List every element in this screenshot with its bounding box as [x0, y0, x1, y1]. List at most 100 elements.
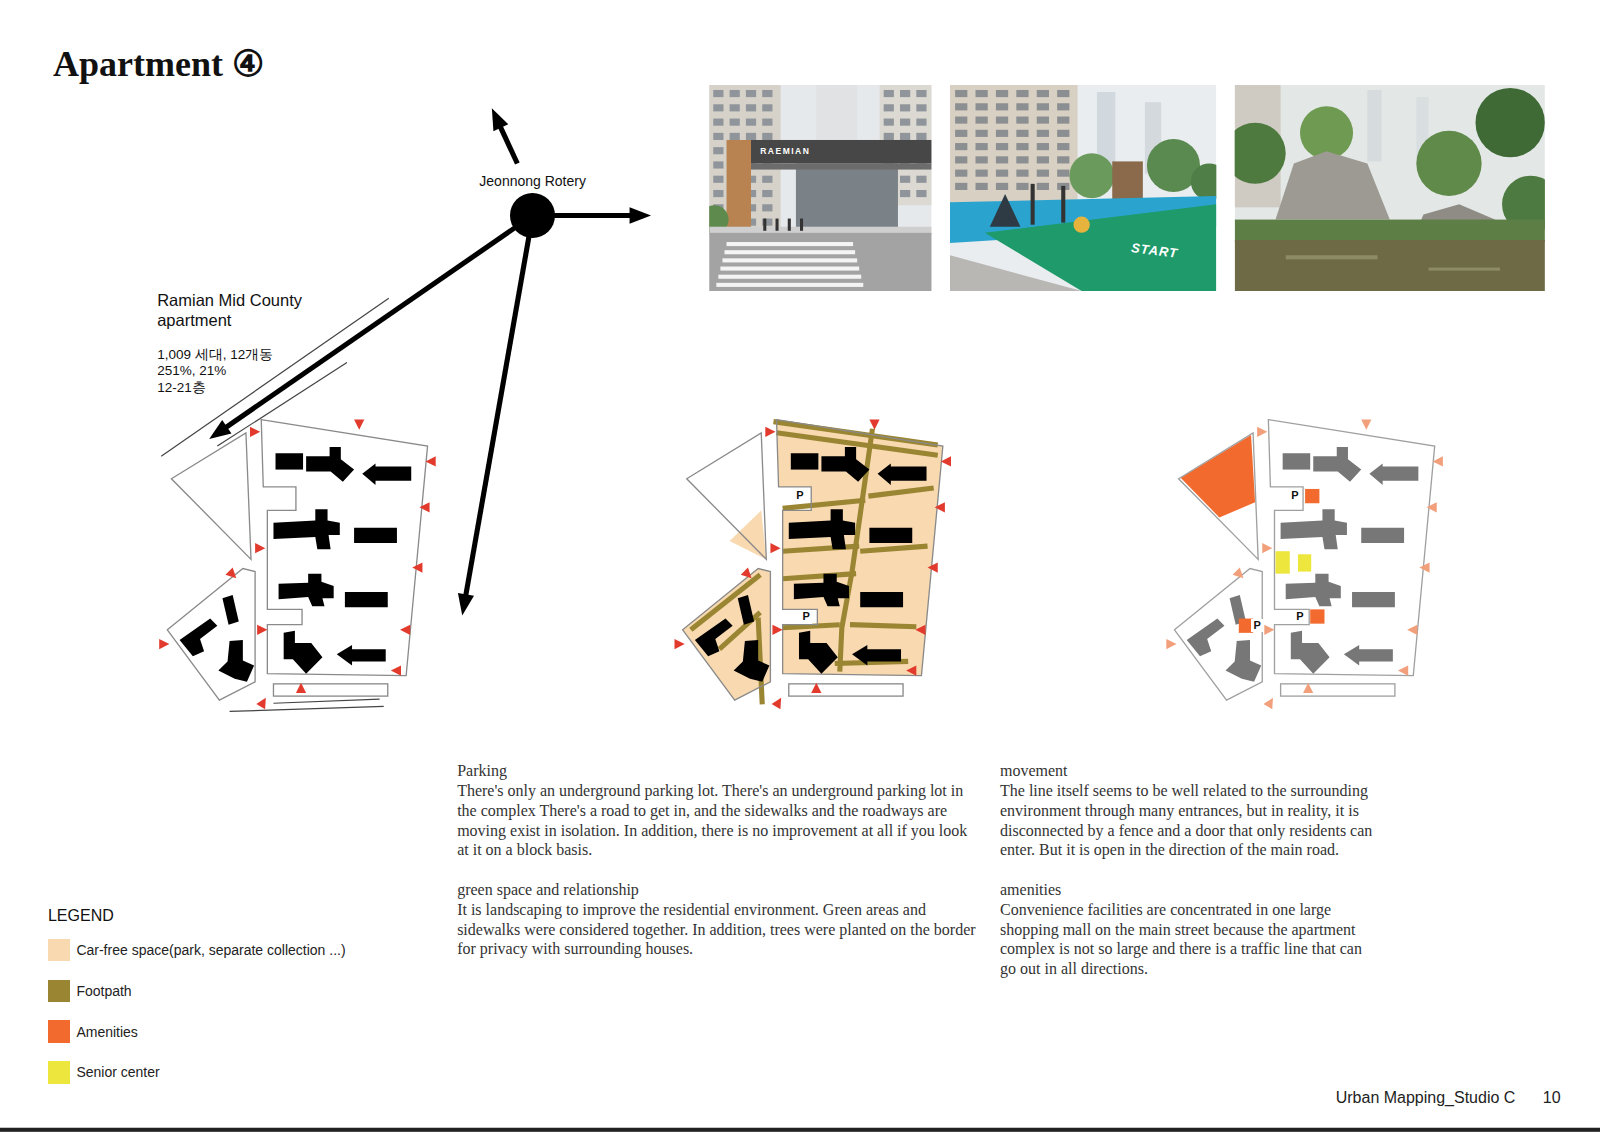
window [996, 183, 1008, 190]
photo [709, 85, 931, 291]
building [791, 453, 819, 469]
entrance-mark [391, 665, 401, 675]
senior-center [1298, 554, 1311, 571]
entrance-mark [869, 420, 879, 430]
rotary-circle [510, 193, 555, 238]
parking-mark: P [1251, 619, 1262, 633]
entrance-mark [674, 639, 684, 649]
entrance-mark [765, 427, 775, 437]
window [976, 117, 988, 124]
window [1057, 156, 1069, 163]
window [1016, 117, 1028, 124]
paving [950, 255, 1082, 291]
bollard [763, 219, 766, 231]
car-free-area [777, 420, 943, 676]
site-stat: 251%, 21% [157, 363, 226, 379]
window [1057, 130, 1069, 137]
building [878, 463, 927, 484]
window [900, 190, 910, 197]
site-plan [1166, 420, 1443, 710]
window [1037, 117, 1049, 124]
rock [1276, 151, 1390, 219]
crosswalk-stripe [720, 267, 859, 271]
window [1037, 183, 1049, 190]
arrow-head [458, 593, 474, 616]
entrance-mark [257, 625, 267, 635]
site-boundary [687, 433, 767, 560]
building [869, 528, 912, 543]
entrance-mark [928, 562, 938, 572]
window [730, 133, 740, 140]
tree [1069, 153, 1114, 198]
arrow-head [492, 108, 508, 131]
footpath [783, 546, 860, 551]
car-free-area [730, 510, 767, 559]
entrance-mark [354, 420, 364, 430]
parking-mark: P [1294, 610, 1305, 624]
tree [1416, 131, 1481, 196]
window [762, 204, 772, 211]
entrance-mark [772, 625, 782, 635]
site-boundary [1268, 420, 1434, 676]
amenity-area [1181, 435, 1255, 518]
crosswalk-stripe [724, 250, 855, 254]
play-equipment [1031, 184, 1035, 225]
building [1367, 90, 1381, 161]
building [734, 640, 770, 682]
window [976, 143, 988, 150]
window [900, 90, 910, 97]
legend-row: Amenities [48, 1020, 138, 1042]
window [1037, 143, 1049, 150]
window [955, 130, 967, 137]
footpath [850, 625, 916, 627]
building [738, 595, 754, 625]
footpath [783, 574, 856, 579]
entrance-mark [1407, 625, 1417, 635]
site-boundary [789, 684, 903, 696]
window [916, 90, 926, 97]
section-text: The line itself seems to be well related… [1000, 781, 1378, 860]
window [713, 161, 723, 168]
road [709, 233, 931, 291]
window [976, 183, 988, 190]
window [996, 156, 1008, 163]
footpath [777, 433, 938, 455]
entrance-mark [1262, 543, 1272, 553]
window [746, 119, 756, 126]
photo [1235, 85, 1545, 291]
window [916, 133, 926, 140]
window [762, 190, 772, 197]
direction-arrow [221, 215, 533, 430]
entrance-mark [915, 625, 925, 635]
building [860, 592, 903, 607]
photo-sky [1235, 85, 1545, 291]
rotary-name: Jeonnong Rotery [479, 173, 586, 190]
window [730, 119, 740, 126]
play-equipment [1073, 217, 1089, 233]
window [916, 176, 926, 183]
window [713, 176, 723, 183]
entrance-mark [1398, 665, 1408, 675]
gate-column [727, 140, 751, 240]
building [852, 645, 901, 665]
pavilion [1112, 161, 1143, 200]
window [746, 104, 756, 111]
entrance-mark [296, 683, 306, 693]
window [713, 104, 723, 111]
site-stat: 1,009 세대, 12개동 [157, 347, 273, 363]
building [1369, 463, 1418, 484]
window [713, 147, 723, 154]
window [713, 133, 723, 140]
rotary-node: Jeonnong Rotery [479, 173, 586, 238]
page-rule [0, 1128, 1600, 1132]
window [996, 103, 1008, 110]
crosswalk-stripe [727, 242, 854, 246]
window [1016, 183, 1028, 190]
entrance-mark [935, 502, 945, 512]
entrance-mark [770, 543, 780, 553]
legend-swatch [48, 1061, 70, 1083]
building [695, 619, 733, 657]
shrubs [1235, 220, 1545, 242]
senior-center [1276, 551, 1290, 573]
window [996, 170, 1008, 177]
